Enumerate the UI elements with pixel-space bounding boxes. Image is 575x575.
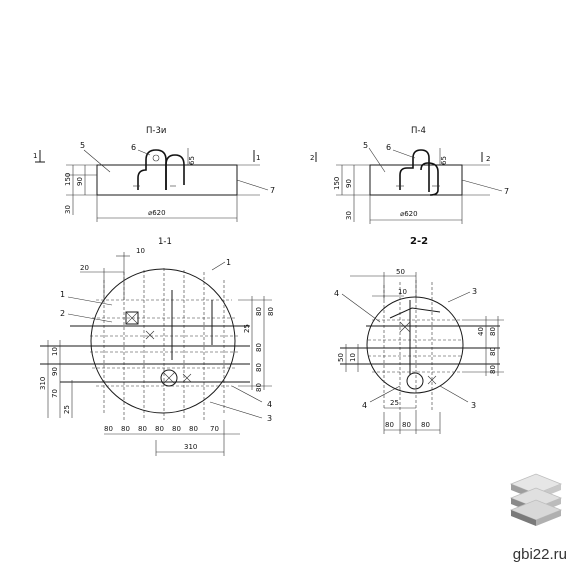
dim-bottom-1-1-1: 80	[121, 425, 130, 433]
dim-right-2-2-a: 40	[477, 327, 485, 336]
callout-6-p3: 6	[131, 143, 136, 152]
dim-bottom-2-2-0: 80	[385, 421, 394, 429]
dim-right-1-1-d: 80	[255, 343, 263, 352]
dim-bottom-1-1-3: 80	[155, 425, 164, 433]
dim-left-10-1-1: 10	[51, 347, 59, 356]
section-1-1: 1-1	[39, 237, 275, 456]
dim-bottom-1-1-0: 80	[104, 425, 113, 433]
dim-left-310-1-1: 310	[39, 377, 47, 390]
dim-total-1-1: 310	[184, 443, 197, 451]
dim-bottom-2-2-2: 80	[421, 421, 430, 429]
dim-right-2-2-d: 80	[489, 365, 497, 374]
section-mark-1-left: 1	[33, 152, 37, 160]
callout-1-top-1-1: 1	[226, 258, 231, 267]
dim-bottom-2-2-1: 80	[402, 421, 411, 429]
stacked-slabs-icon	[509, 473, 563, 526]
dim-top-20-1-1: 20	[80, 264, 89, 272]
callout-3-bottom-2-2: 3	[471, 401, 476, 410]
section-mark-2-left: 2	[310, 154, 314, 162]
dim-left-70-1-1: 70	[51, 389, 59, 398]
slab-outline-p4	[369, 164, 463, 196]
dim-diameter-p4: ⌀620	[400, 210, 418, 218]
dim-65-p4: 65	[440, 156, 448, 165]
dim-right-1-1-e: 80	[255, 363, 263, 372]
view-title-p3: П-3и	[146, 126, 166, 136]
dim-left-50-2-2: 50	[337, 353, 345, 362]
dim-left-25-1-1: 25	[63, 405, 71, 414]
dim-30-p3: 30	[64, 205, 72, 214]
dim-top-50-2-2: 50	[396, 268, 405, 276]
dim-90-p4: 90	[345, 179, 353, 188]
dim-bottom-1-1-6: 70	[210, 425, 219, 433]
section-circle-1-1	[90, 268, 236, 414]
dim-150-p3: 150	[64, 173, 72, 186]
dim-65-p3: 65	[188, 156, 196, 165]
dim-bottom-1-1-5: 80	[189, 425, 198, 433]
section-circle-2-2	[366, 296, 464, 394]
callout-5-p4: 5	[363, 141, 368, 150]
dim-right-2-2-b: 80	[489, 327, 497, 336]
callout-4-1-1: 4	[267, 400, 272, 409]
callout-7-p3: 7	[270, 186, 275, 195]
slab-outline-p3	[96, 164, 238, 196]
dim-top-10-2-2: 10	[398, 288, 407, 296]
dim-right-1-1-b: 80	[267, 307, 275, 316]
lifting-loop-p3	[137, 149, 167, 190]
view-p4: П-4 2 2 5 6 7 150 90 30 65 ⌀620	[310, 126, 509, 224]
dim-30-p4: 30	[345, 211, 353, 220]
dim-90-p3: 90	[76, 177, 84, 186]
callout-4-bottom-2-2: 4	[362, 401, 367, 410]
section-2-2: 2-2 50 10 4 3	[334, 236, 504, 434]
dim-right-1-1-a: 80	[255, 307, 263, 316]
callout-7-p4: 7	[504, 187, 509, 196]
callout-3-1-1: 3	[267, 414, 272, 423]
section-title-2-2: 2-2	[410, 236, 428, 247]
section-mark-1-right: 1	[256, 154, 260, 162]
dim-diameter-p3: ⌀620	[148, 209, 166, 217]
dim-left-10-2-2: 10	[349, 353, 357, 362]
callout-6-p4: 6	[386, 143, 391, 152]
callout-3-top-2-2: 3	[472, 287, 477, 296]
callout-1-left-1-1: 1	[60, 290, 65, 299]
dim-left-90-1-1: 90	[51, 367, 59, 376]
callout-4-top-2-2: 4	[334, 289, 339, 298]
dim-150-p4: 150	[333, 177, 341, 190]
callout-2-1-1: 2	[60, 309, 65, 318]
dim-bottom-1-1-2: 80	[138, 425, 147, 433]
dim-right-2-2-c: 80	[489, 347, 497, 356]
callout-5-p3: 5	[80, 141, 85, 150]
dim-bottom-1-1-4: 80	[172, 425, 181, 433]
site-brand[interactable]: gbi22.ru	[512, 546, 567, 563]
dim-25-2-2: 25	[390, 399, 399, 407]
dim-right-1-1-c: 25	[243, 324, 251, 333]
dim-right-1-1-f: 80	[255, 383, 263, 392]
section-title-1-1: 1-1	[158, 237, 172, 247]
lifting-loop-p4	[399, 149, 430, 192]
view-title-p4: П-4	[411, 126, 426, 136]
section-mark-2-right: 2	[486, 155, 490, 163]
dim-top-10-1-1: 10	[136, 247, 145, 255]
view-p3: П-3и 1 1 5 6 7 150 90 30 65	[33, 126, 275, 222]
